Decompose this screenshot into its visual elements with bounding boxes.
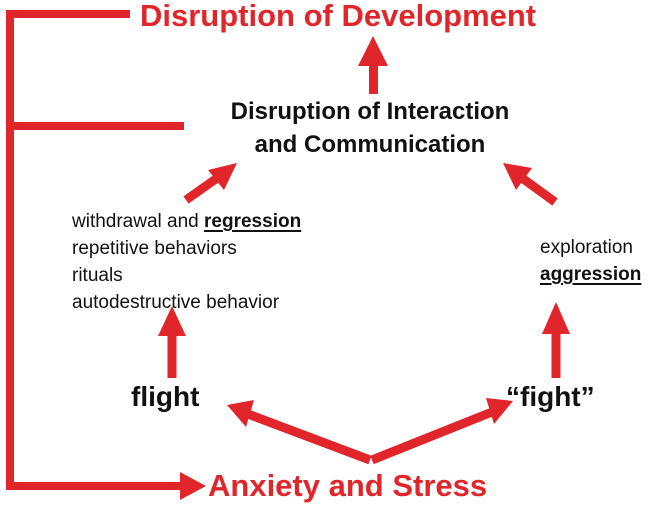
- aggression-emphasis: aggression: [540, 264, 642, 285]
- list-item-text: withdrawal and: [72, 211, 205, 232]
- arrow-shaft-right-diag: [519, 174, 558, 206]
- fight-behaviors-list: exploration aggression: [540, 234, 641, 288]
- flight-behaviors-list: withdrawal and regression repetitive beh…: [72, 208, 301, 316]
- node-interaction-communication: Disruption of Interaction and Communicat…: [175, 95, 565, 161]
- arrowhead-left-up: [158, 306, 186, 336]
- interaction-line-1: Disruption of Interaction: [230, 98, 510, 125]
- loop-line-left: [6, 10, 14, 490]
- arrowhead-right-diag: [503, 163, 532, 190]
- list-item: withdrawal and regression: [72, 208, 301, 235]
- node-fight: “fight”: [506, 381, 595, 412]
- arrowhead-up-title: [358, 36, 388, 66]
- arrowhead-to-anxiety: [180, 472, 206, 500]
- loop-line-middle: [6, 122, 184, 130]
- arrowhead-right-up: [542, 302, 570, 334]
- list-item: aggression: [540, 261, 641, 288]
- arrowhead-left-diag: [208, 163, 237, 190]
- loop-line-bottom: [6, 482, 186, 490]
- regression-emphasis: regression: [204, 211, 302, 232]
- list-item: exploration: [540, 237, 633, 258]
- loop-line-top: [6, 10, 130, 18]
- title-disruption-of-development: Disruption of Development: [140, 0, 537, 33]
- node-anxiety-and-stress: Anxiety and Stress: [208, 468, 488, 503]
- arrow-shaft-to-fight: [370, 407, 494, 465]
- arrowhead-to-fight: [486, 398, 513, 424]
- arrowhead-to-flight: [227, 400, 254, 427]
- arrow-shaft-up-title: [369, 62, 378, 94]
- list-item: rituals: [72, 265, 123, 286]
- arrow-shaft-to-flight: [246, 409, 372, 465]
- arrow-shaft-left-diag: [183, 172, 223, 204]
- node-flight: flight: [131, 381, 200, 412]
- list-item: repetitive behaviors: [72, 238, 237, 259]
- list-item: autodestructive behavior: [72, 292, 280, 313]
- interaction-line-2: and Communication: [254, 131, 486, 158]
